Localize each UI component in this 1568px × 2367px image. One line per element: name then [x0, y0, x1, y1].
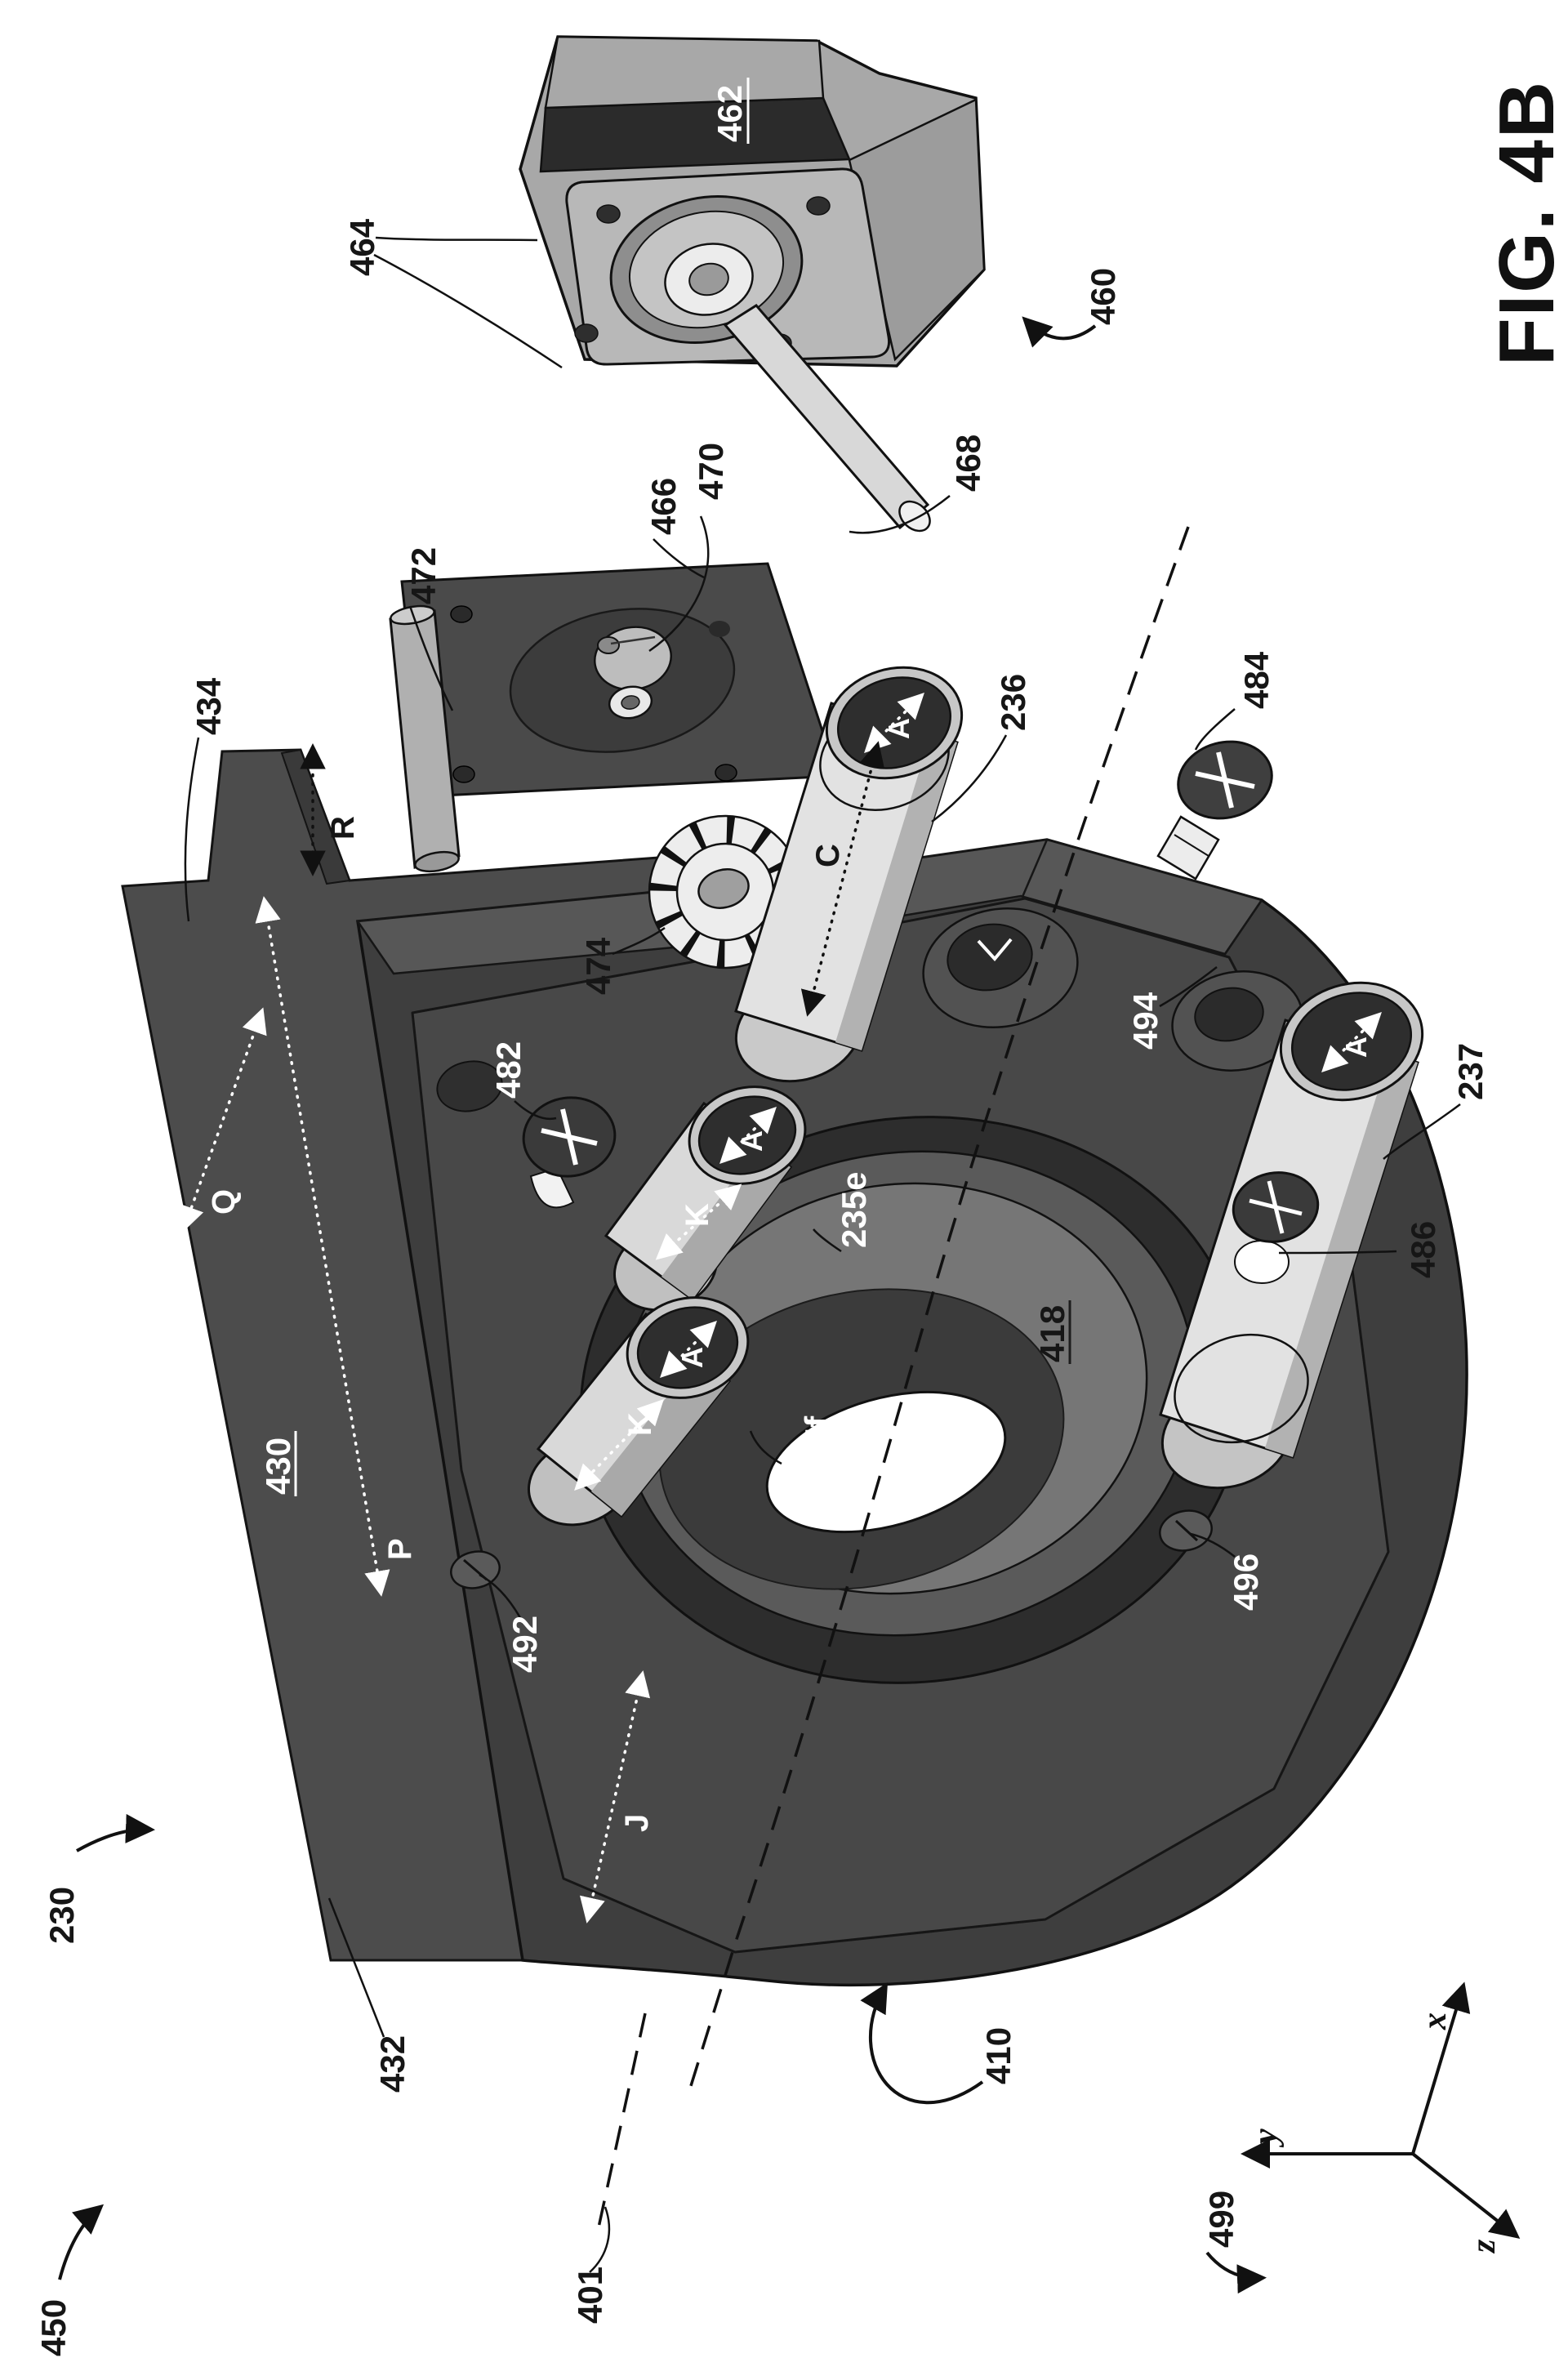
ref-label-410: 410	[979, 2027, 1018, 2084]
dim-label-k-235e: K	[679, 1203, 715, 1227]
ref-label-434: 434	[189, 677, 228, 735]
dim-label-r: R	[325, 816, 361, 840]
ref-label-494: 494	[1126, 992, 1165, 1050]
dim-label-a-237: A	[1339, 1036, 1373, 1058]
dim-label-c: C	[810, 844, 846, 867]
dim-label-a-235e: A	[735, 1130, 768, 1152]
ref-label-236: 236	[994, 674, 1032, 731]
ref-label-472: 472	[404, 547, 443, 604]
plate-hole	[709, 621, 730, 637]
figure-caption: FIG. 4B	[1483, 80, 1568, 366]
z-axis	[1413, 2154, 1515, 2235]
coordinate-axes-499	[1247, 1988, 1515, 2235]
ref-label-235f: 235f	[798, 1415, 836, 1485]
ref-label-468: 468	[949, 435, 987, 492]
plate-hole	[453, 766, 474, 782]
ref-label-482: 482	[489, 1041, 528, 1099]
dim-label-p: P	[382, 1538, 418, 1560]
arrow-499	[1207, 2253, 1260, 2278]
ref-label-450: 450	[34, 2299, 73, 2356]
leader-464b	[374, 255, 562, 368]
motor-bolt-hole	[575, 324, 598, 342]
ref-label-401: 401	[571, 2267, 609, 2324]
leader-464a	[376, 238, 537, 240]
ref-label-474: 474	[579, 937, 617, 995]
dim-label-a-236: A	[882, 718, 915, 739]
ref-label-418: 418	[1033, 1305, 1071, 1362]
motor-462	[520, 37, 984, 537]
dim-label-j: J	[619, 1814, 655, 1832]
axis-line-401-lower	[599, 2013, 645, 2227]
arrow-450	[60, 2209, 99, 2280]
ref-label-462: 462	[710, 85, 749, 142]
ref-label-230: 230	[42, 1887, 81, 1944]
y-axis-label: y	[1247, 2129, 1285, 2148]
x-axis-label: x	[1416, 2013, 1454, 2030]
arrow-410	[871, 1988, 982, 2102]
motor-stator-band	[541, 98, 849, 172]
leader-401	[590, 2207, 609, 2272]
ref-label-466: 466	[644, 478, 683, 535]
dim-label-k-235f: K	[622, 1412, 658, 1436]
ref-label-237: 237	[1451, 1043, 1490, 1100]
motor-rear-band	[546, 37, 823, 108]
ref-label-460: 460	[1084, 268, 1122, 325]
arrow-230	[77, 1830, 149, 1851]
dim-label-q: Q	[206, 1189, 242, 1215]
motor-bolt-hole	[807, 197, 830, 215]
ref-label-432: 432	[373, 2035, 412, 2093]
screw-484	[1158, 732, 1281, 879]
plate-hole	[451, 606, 472, 622]
motor-bolt-hole	[597, 205, 620, 223]
ref-label-499: 499	[1202, 2191, 1241, 2248]
ref-label-464: 464	[343, 218, 381, 276]
ref-label-470: 470	[692, 443, 730, 500]
plate-hole	[715, 764, 737, 781]
dim-label-a-235f: A	[675, 1347, 709, 1368]
adapter-plate-466	[402, 564, 837, 796]
ref-label-486: 486	[1404, 1221, 1442, 1278]
ref-label-430: 430	[259, 1438, 297, 1495]
ref-label-492: 492	[506, 1616, 544, 1673]
z-axis-label: z	[1465, 2239, 1503, 2254]
ref-label-496: 496	[1227, 1553, 1265, 1611]
ref-label-484: 484	[1237, 651, 1276, 709]
ref-label-235e: 235e	[835, 1172, 873, 1248]
